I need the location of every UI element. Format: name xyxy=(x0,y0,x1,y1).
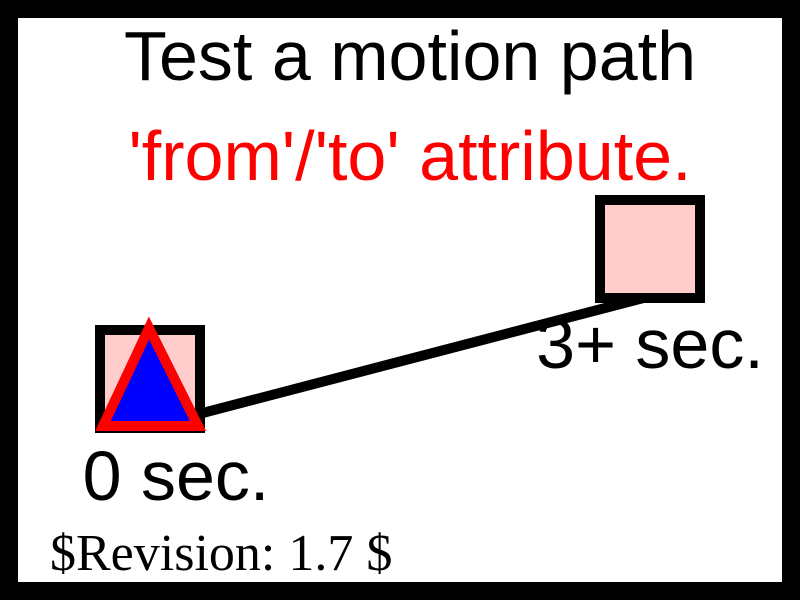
title-line-2: 'from'/'to' attribute. xyxy=(128,117,691,195)
end-time-label: 3+ sec. xyxy=(536,305,764,383)
title-line-1: Test a motion path xyxy=(124,17,696,95)
revision-text: $Revision: 1.7 $ xyxy=(50,525,392,582)
end-position-square-icon xyxy=(595,195,705,303)
motion-path-line xyxy=(193,290,657,420)
moving-triangle-icon xyxy=(95,316,207,431)
start-time-label: 0 sec. xyxy=(83,437,270,515)
